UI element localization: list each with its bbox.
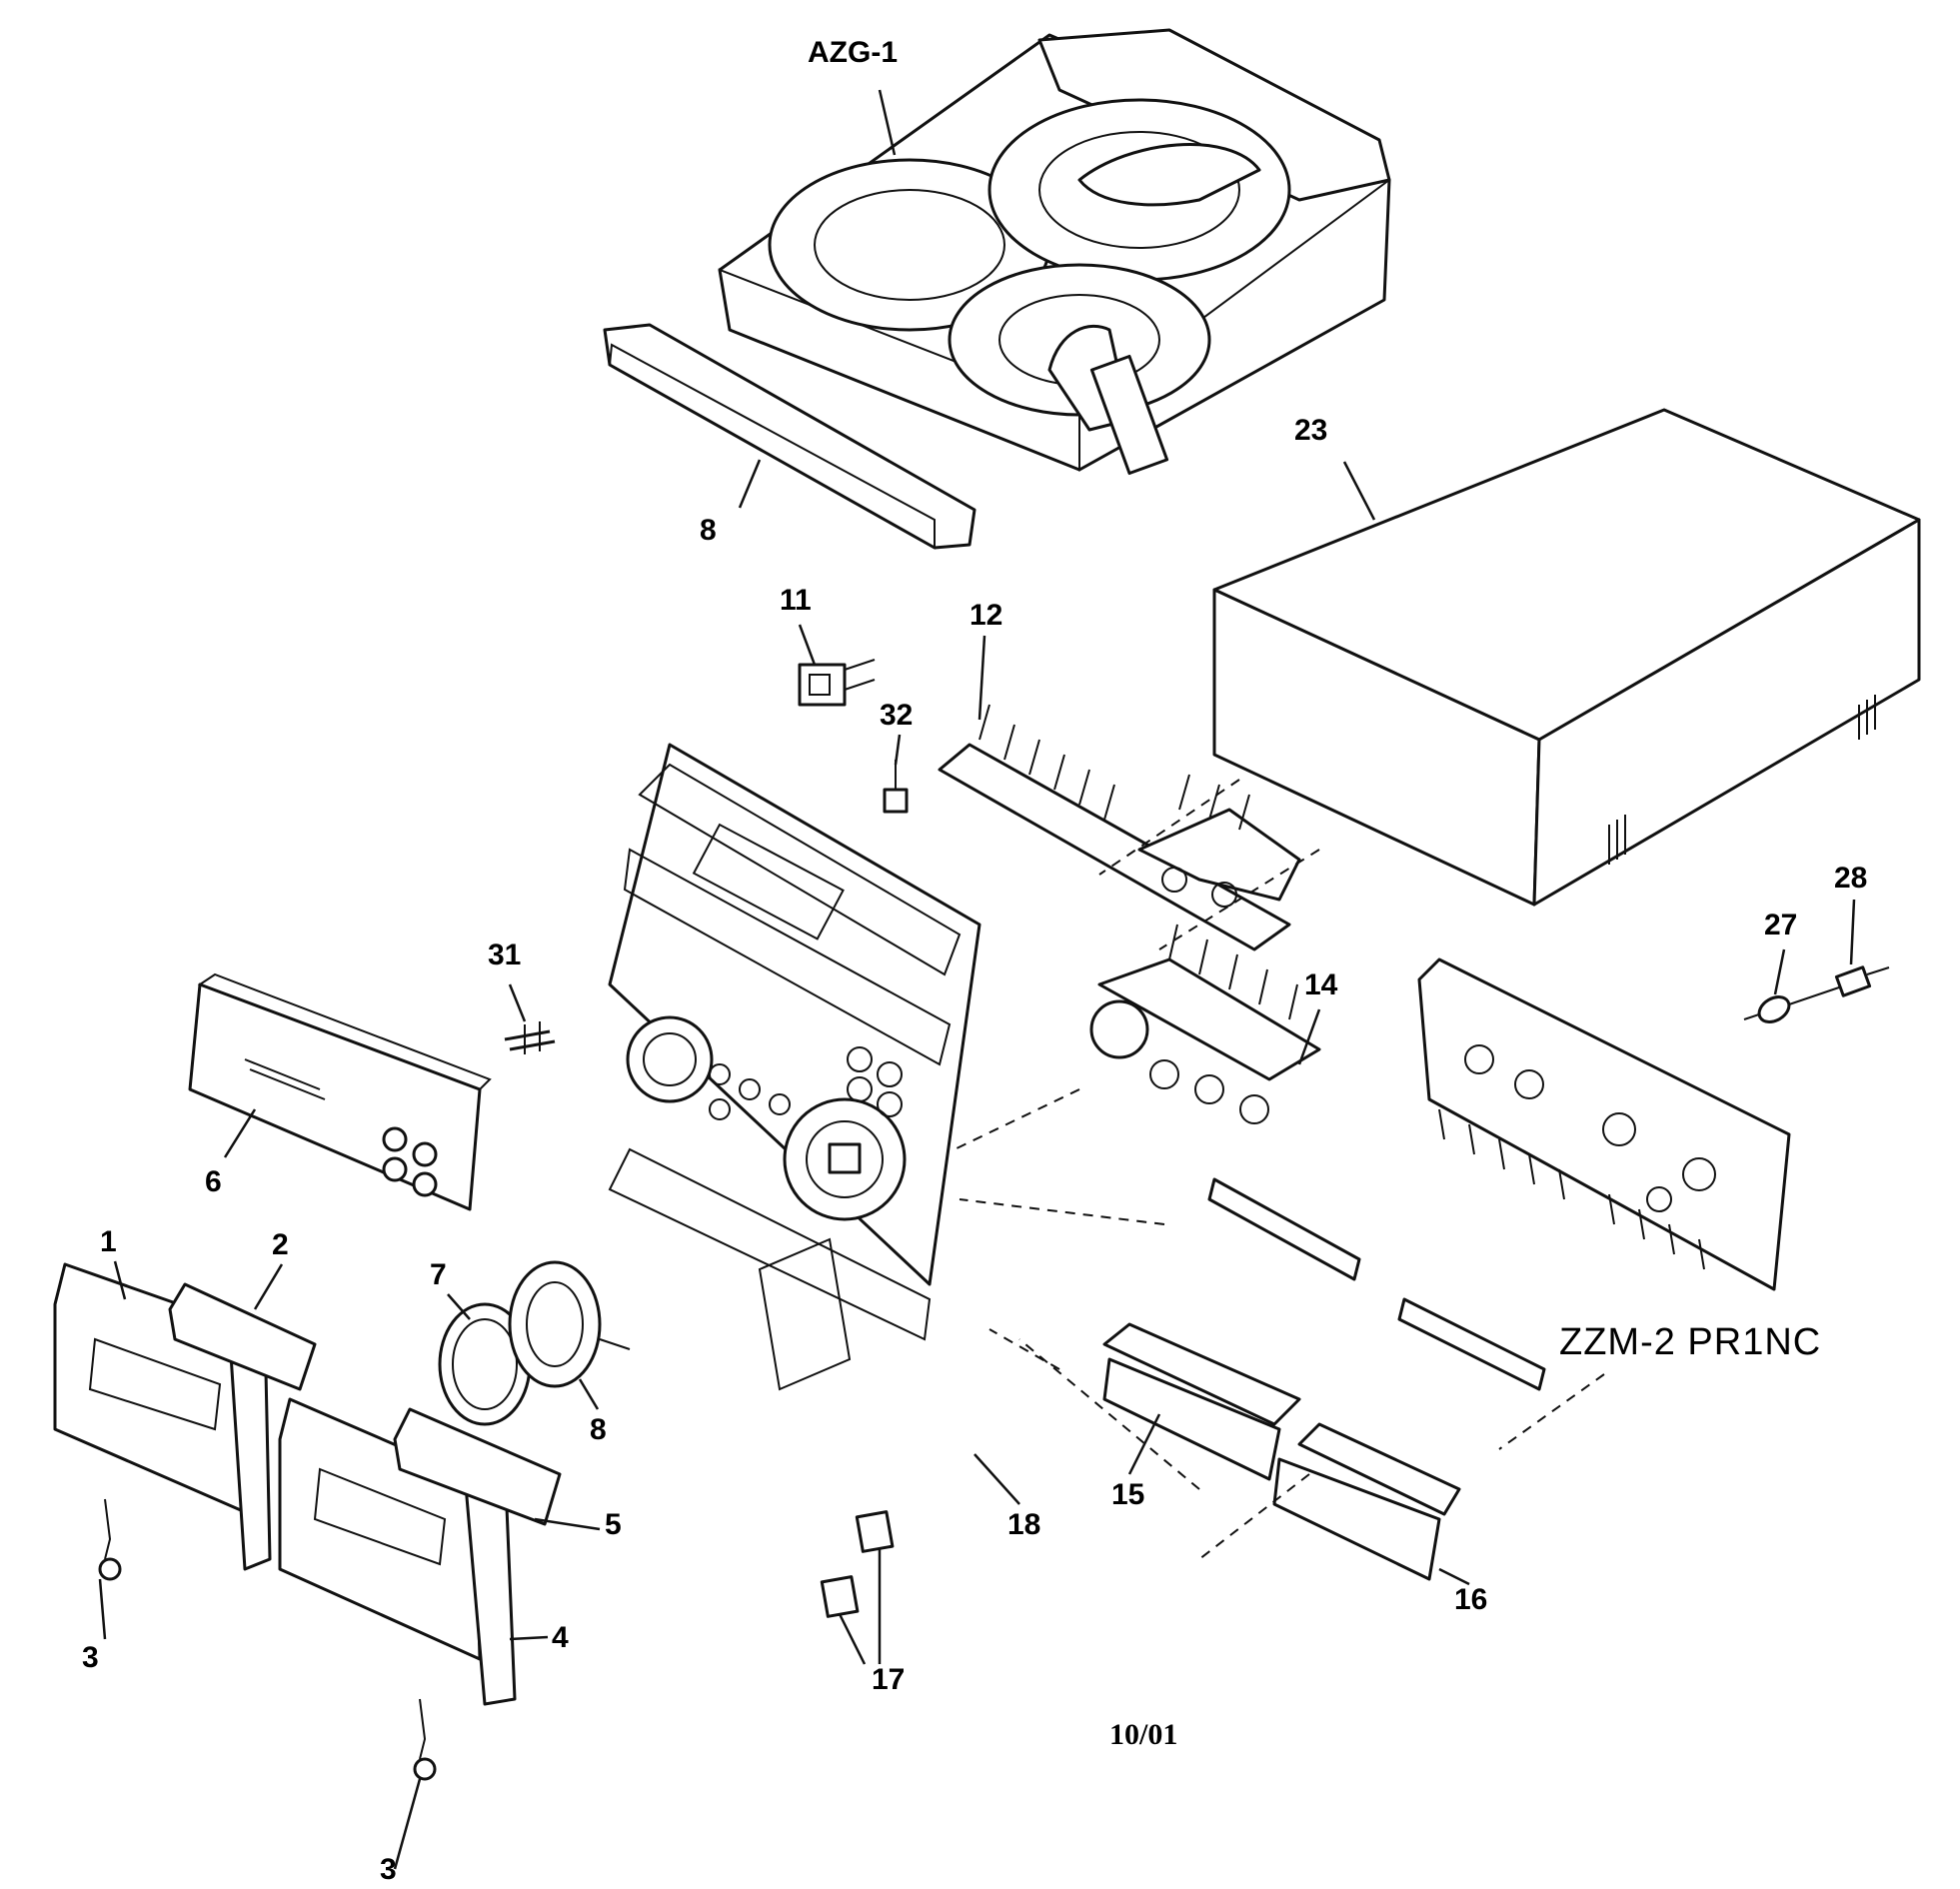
assembly-label-zzm-2: ZZM-2 PR1NC <box>1559 1321 1821 1363</box>
cd-changer-mechanism <box>718 28 1391 476</box>
callout-3b: 3 <box>380 1853 397 1886</box>
callout-31: 31 <box>488 939 521 971</box>
part-12-switch-board <box>938 704 1301 951</box>
part-8-knob <box>508 1260 631 1388</box>
part-32-screw <box>883 760 909 814</box>
part-3-spring-b <box>413 1698 437 1781</box>
part-10-tray-bar <box>603 323 977 550</box>
callout-labels: AZG-1 8 23 11 12 32 31 14 27 28 6 1 2 7 … <box>82 36 1867 1886</box>
callout-23: 23 <box>1294 414 1327 447</box>
callout-6: 6 <box>205 1165 222 1198</box>
callout-12: 12 <box>970 599 1002 632</box>
callout-10: 8 <box>700 514 717 547</box>
part-14-switch-board <box>1089 924 1321 1124</box>
callout-7: 7 <box>430 1258 447 1291</box>
part-15-button-assembly <box>1102 1177 1361 1481</box>
callout-8: 8 <box>590 1413 607 1446</box>
callout-28: 28 <box>1834 862 1867 895</box>
leader-lines <box>98 89 1856 1870</box>
callout-17: 17 <box>872 1663 905 1696</box>
part-31-screws <box>504 1021 556 1054</box>
callout-32: 32 <box>880 699 913 732</box>
part-17-feet <box>820 1510 895 1618</box>
part-16-button-assembly <box>1272 1297 1546 1581</box>
callout-27: 27 <box>1764 909 1797 942</box>
pcb-board <box>1417 957 1791 1291</box>
callout-azg-1: AZG-1 <box>808 36 898 69</box>
part-2-button <box>168 1282 317 1391</box>
callout-15: 15 <box>1111 1478 1144 1511</box>
part-5-button <box>393 1407 562 1526</box>
part-11-switch <box>798 659 876 707</box>
callout-1: 1 <box>100 1225 117 1258</box>
part-3-spring-a <box>98 1498 122 1581</box>
footer-date: 10/01 <box>1109 1718 1177 1751</box>
callout-18: 18 <box>1007 1508 1040 1541</box>
part-7-ring <box>438 1302 532 1426</box>
callout-16: 16 <box>1454 1583 1487 1616</box>
callout-3a: 3 <box>82 1641 99 1674</box>
part-23-top-cover <box>1212 408 1921 907</box>
alignment-dashes <box>954 779 1605 1560</box>
callout-2: 2 <box>272 1228 289 1261</box>
callout-4: 4 <box>552 1621 569 1654</box>
part-6-display-window <box>188 972 492 1211</box>
part-28-power-plug <box>1788 965 1890 1005</box>
callout-14: 14 <box>1304 968 1338 1001</box>
part-27-bushing <box>1743 995 1791 1023</box>
part-18-front-panel <box>608 743 981 1391</box>
callout-5: 5 <box>605 1508 622 1541</box>
callout-11: 11 <box>780 584 812 617</box>
